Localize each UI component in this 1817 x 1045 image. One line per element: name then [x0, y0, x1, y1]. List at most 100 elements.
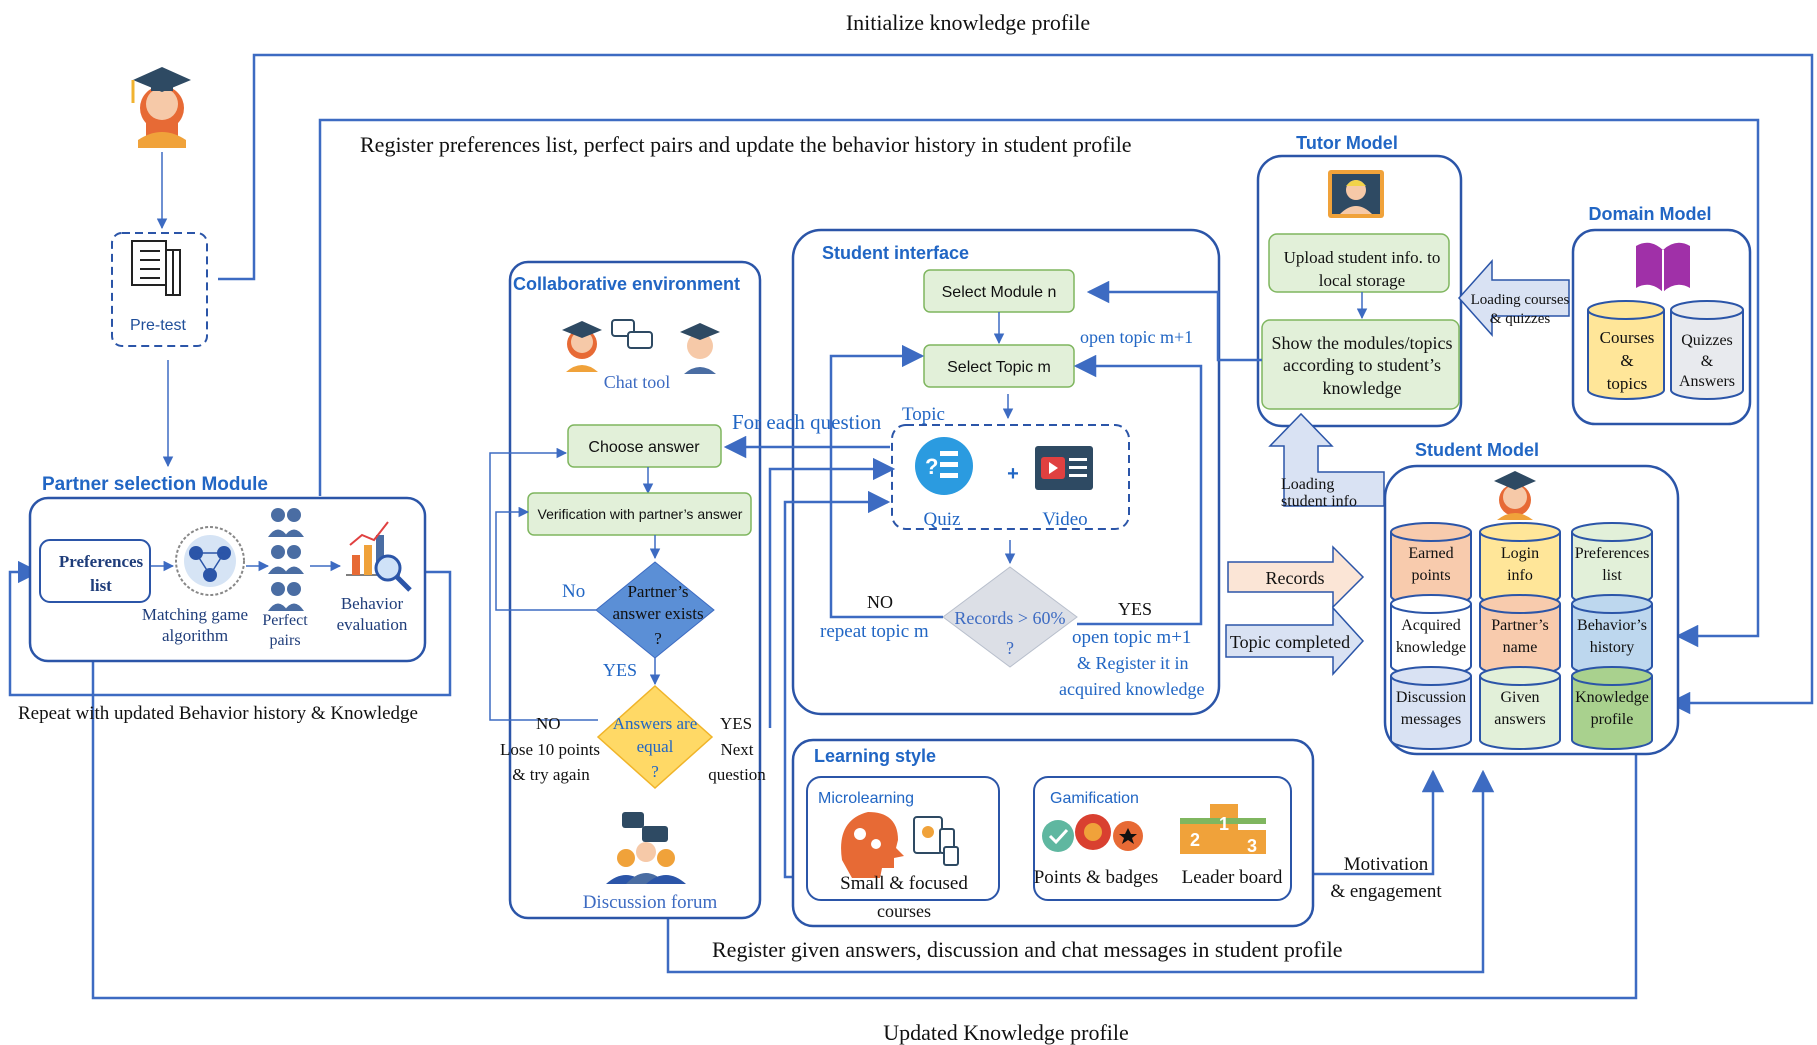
matching-algorithm-icon [175, 526, 245, 596]
records-yes-label: YES [1118, 599, 1152, 619]
svg-text:2: 2 [1190, 830, 1200, 850]
student-model-cylinder-label: messages [1401, 711, 1461, 728]
svg-text:& quizzes: & quizzes [1490, 311, 1551, 327]
verification-box[interactable]: Verification with partner’s answer [527, 492, 752, 536]
gamification-title: Gamification [1050, 790, 1139, 807]
student-model-cylinder-label: list [1602, 567, 1622, 584]
student-model-cylinder: Discussion messages [1390, 666, 1472, 750]
matching-label-1: Matching game [142, 605, 248, 624]
svg-text:Records > 60%: Records > 60% [954, 608, 1065, 628]
mobile-devices-icon [913, 816, 959, 866]
svg-text:Show the modules/topics: Show the modules/topics [1272, 333, 1453, 353]
next-question-connector [768, 457, 896, 728]
choose-answer-box[interactable]: Choose answer [567, 424, 722, 468]
student-model-cylinder-label: Knowledge [1575, 689, 1649, 706]
select-module-box[interactable]: Select Module n [923, 269, 1075, 313]
perfect-label-2: pairs [269, 632, 300, 649]
svg-text:knowledge: knowledge [1323, 378, 1402, 398]
select-topic-box[interactable]: Select Topic m [923, 344, 1075, 388]
svg-text:Upload student info. to: Upload student info. to [1284, 248, 1441, 267]
student-model-cylinder-label: Discussion [1396, 689, 1466, 706]
for-each-question-label: For each question [732, 410, 882, 434]
student-model-cylinder-label: Partner’s [1491, 617, 1548, 634]
next-question-label-2: question [708, 765, 766, 784]
student-model-cylinders: Earned points Login info Preferences listAcqu… [1390, 522, 1653, 750]
student-interface-title: Student interface [822, 243, 969, 263]
answers-yes-label: YES [720, 714, 752, 733]
courses-label-1: Courses [1600, 328, 1655, 347]
show-modules-box[interactable]: Show the modules/topics according to stu… [1261, 319, 1460, 410]
microlearning-label-1: Small & focused [840, 873, 968, 894]
tutor-model-title: Tutor Model [1296, 133, 1398, 153]
microlearning-label-2: courses [877, 901, 931, 921]
motivation-label-1: Motivation [1344, 854, 1429, 875]
svg-text:?: ? [651, 762, 659, 781]
leader-board-icon: 1 2 3 [1180, 804, 1266, 856]
student-model-cylinder-label: Preferences [1575, 545, 1650, 562]
partner-no-label: No [562, 581, 585, 602]
partner-module-title: Partner selection Module [42, 474, 268, 495]
svg-text:3: 3 [1247, 836, 1257, 856]
student-model-cylinder-label: Earned [1408, 545, 1453, 562]
upload-info-box[interactable]: Upload student info. to local storage [1268, 233, 1450, 293]
repeat-topic-label: repeat topic m [820, 621, 929, 642]
svg-text:Loading: Loading [1281, 476, 1334, 493]
student-model-cylinder-label: info [1507, 567, 1533, 584]
svg-text:answer exists: answer exists [612, 604, 703, 623]
student-model-cylinder: Login info [1479, 522, 1561, 606]
student-model-cylinder-label: knowledge [1396, 639, 1466, 656]
student-model-cylinder: Acquired knowledge [1390, 594, 1472, 676]
quizzes-label-1: Quizzes [1681, 332, 1733, 349]
svg-text:equal: equal [637, 737, 674, 756]
svg-text:?: ? [654, 629, 662, 648]
loading-courses-arrow: Loading courses & quizzes [1457, 259, 1570, 337]
student-model-cylinder-label: name [1503, 639, 1538, 656]
student-model-cylinder: Preferences list [1571, 522, 1653, 606]
student-model-cylinder-label: Acquired [1401, 617, 1461, 634]
behavior-label-2: evaluation [337, 615, 408, 634]
svg-text:Preferences: Preferences [59, 552, 144, 571]
student-model-cylinder-label: Login [1501, 545, 1539, 562]
open-topic-label-2: & Register it in [1077, 653, 1189, 673]
courses-label-3: topics [1607, 374, 1648, 393]
video-icon[interactable] [1035, 446, 1093, 490]
svg-text:student info: student info [1281, 493, 1357, 510]
svg-text:local storage: local storage [1319, 271, 1405, 290]
discussion-forum-label: Discussion forum [583, 892, 718, 913]
svg-text:Verification with partner’s an: Verification with partner’s answer [538, 506, 743, 522]
records-block-arrow: Records [1227, 545, 1365, 609]
student-model-cylinder-label: points [1411, 567, 1450, 584]
register-answers-connector [666, 769, 1495, 974]
svg-text:Topic completed: Topic completed [1230, 632, 1350, 652]
tutor-to-module-connector [1086, 280, 1262, 362]
matching-label-2: algorithm [162, 626, 228, 645]
behavior-evaluation-icon [346, 521, 412, 592]
motivation-connector [1290, 769, 1445, 876]
quiz-icon[interactable]: ? [915, 437, 973, 495]
behavior-label-1: Behavior [341, 594, 404, 613]
svg-text:Choose answer: Choose answer [588, 439, 700, 456]
initialize-label: Initialize knowledge profile [846, 10, 1090, 35]
records-no-label: NO [867, 592, 893, 612]
svg-text:1: 1 [1219, 814, 1229, 834]
answers-no-connector [489, 447, 598, 721]
plus-label: + [1007, 463, 1019, 485]
preferences-list-box[interactable]: Preferences list [39, 539, 151, 603]
updated-knowledge-label: Updated Knowledge profile [883, 1020, 1129, 1045]
svg-text:Answers are: Answers are [613, 714, 698, 733]
records-decision: Records > 60% ? [942, 566, 1078, 668]
perfect-label-1: Perfect [262, 612, 308, 629]
microlearning-title: Microlearning [818, 790, 914, 807]
brain-gears-icon [841, 812, 904, 878]
quizzes-db-icon [1670, 300, 1744, 400]
loading-student-arrow: Loading student info [1268, 412, 1385, 510]
pretest-box[interactable]: Pre-test [111, 232, 208, 347]
open-topic-label-3: acquired knowledge [1059, 679, 1204, 699]
next-question-label-1: Next [720, 740, 753, 759]
register-prefs-label: Register preferences list, perfect pairs… [360, 132, 1132, 157]
student-model-cylinder-label: Given [1500, 689, 1539, 706]
student-model-cylinder-label: Behavior’s [1577, 617, 1647, 634]
